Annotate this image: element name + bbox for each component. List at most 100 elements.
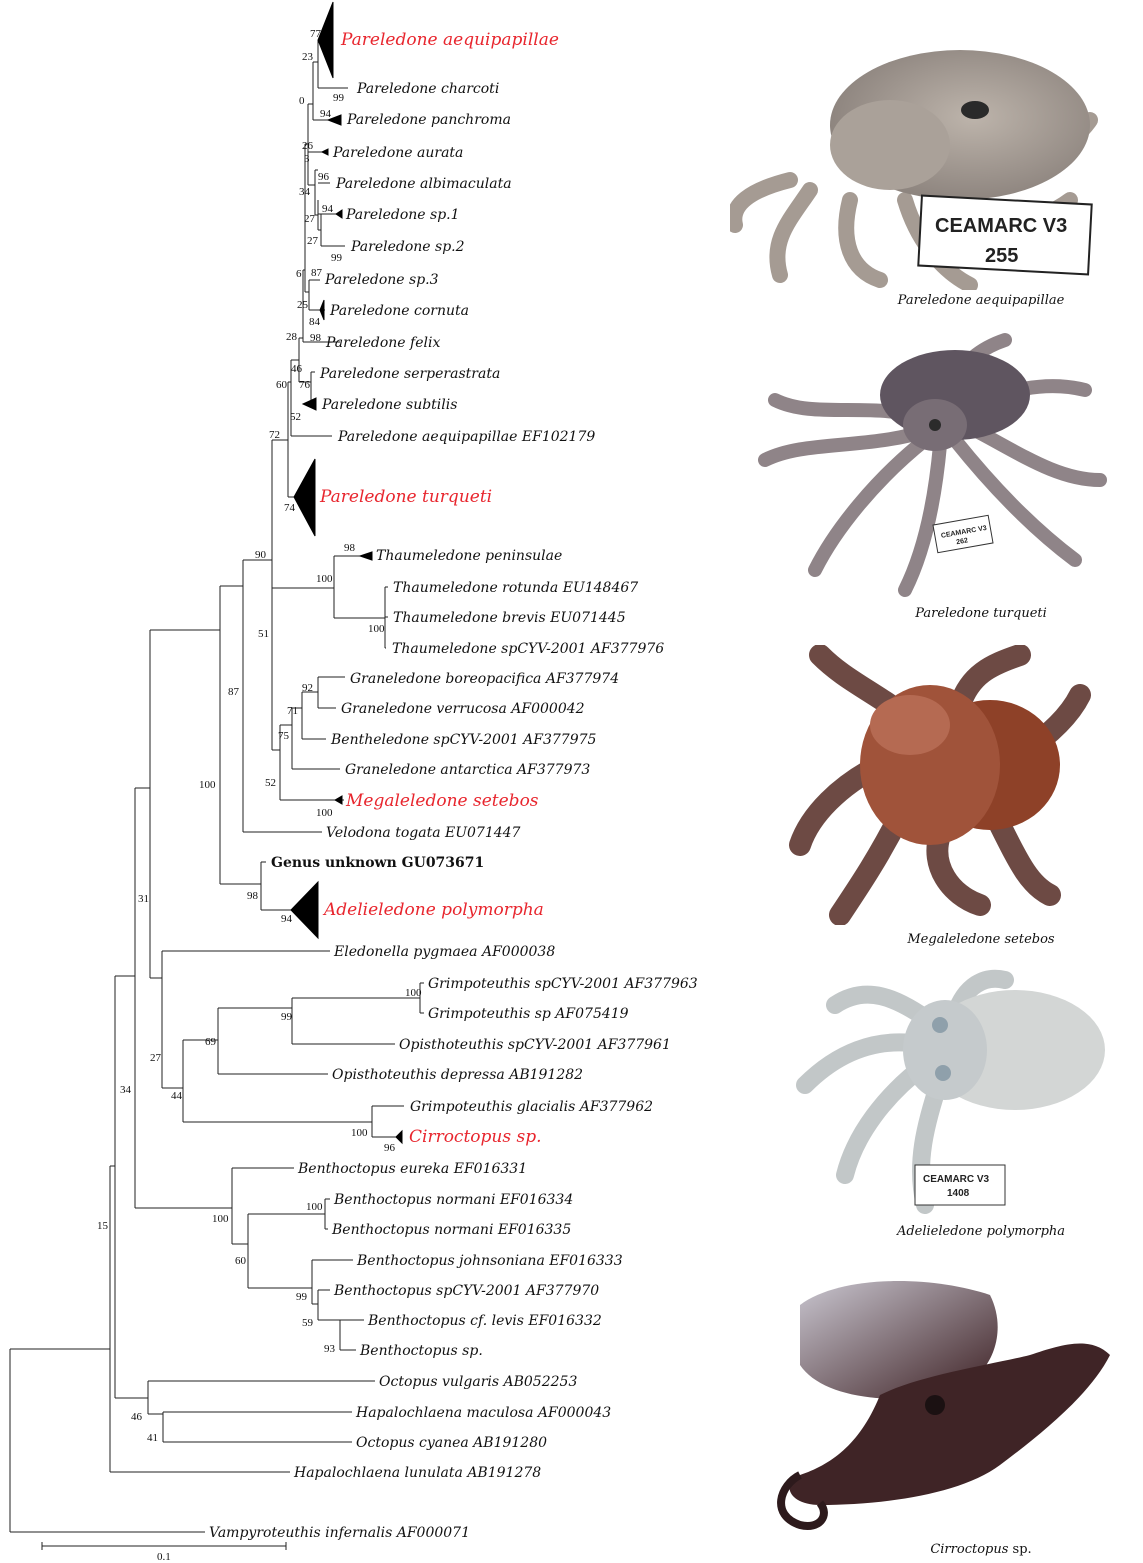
support-value: 46	[131, 1411, 143, 1423]
clade-triangle	[336, 210, 342, 218]
taxon-label: Pareledone charcoti	[356, 81, 499, 97]
support-value: 100	[405, 987, 422, 999]
support-value: 99	[281, 1011, 293, 1023]
taxon-label: Benthoctopus normani EF016335	[331, 1222, 571, 1238]
taxon-label: Pareledone subtilis	[321, 397, 457, 413]
taxon-label: Megaleledone setebos	[345, 791, 539, 811]
support-value: 99	[333, 92, 345, 104]
octopus-photo-aequipapillae: CEAMARC V3 255	[730, 40, 1120, 290]
taxon-label: Grimpoteuthis glacialis AF377962	[410, 1099, 653, 1115]
support-value: 23	[302, 51, 314, 63]
taxon-label: Eledonella pygmaea AF000038	[333, 944, 555, 960]
support-value: 51	[258, 628, 269, 640]
support-value: 100	[212, 1213, 229, 1225]
taxon-label: Grimpoteuthis spCYV-2001 AF377963	[428, 976, 698, 992]
photo-caption: Cirroctopus sp.	[866, 1542, 1096, 1557]
clade-triangle	[291, 882, 318, 938]
support-value: 99	[296, 1291, 308, 1303]
support-value: 94	[320, 108, 332, 120]
taxon-label: Thaumeledone brevis EU071445	[393, 610, 626, 626]
clade-triangle	[294, 459, 315, 536]
support-value: 92	[302, 682, 313, 694]
taxon-label: Pareledone sp.3	[324, 272, 439, 288]
taxon-label: Pareledone felix	[325, 335, 440, 351]
support-value: 100	[316, 807, 333, 819]
support-value: 100	[368, 623, 385, 635]
support-value: 96	[318, 171, 330, 183]
clade-triangle	[303, 398, 316, 410]
octopus-photo-polymorpha: CEAMARC V3 1408	[775, 965, 1110, 1220]
support-value: 69	[205, 1036, 217, 1048]
support-value: 100	[316, 573, 333, 585]
taxon-label: Pareledone sp.1	[345, 207, 460, 223]
clade-triangle	[396, 1131, 402, 1143]
taxon-label: Graneledone boreopacifica AF377974	[350, 671, 619, 687]
clade-triangle	[335, 796, 342, 804]
support-value: 93	[324, 1343, 336, 1355]
taxon-label: Hapalochlaena lunulata AB191278	[293, 1465, 541, 1481]
support-value: 100	[306, 1201, 323, 1213]
support-value: 27	[150, 1052, 162, 1064]
specimen-tag-line2: 1408	[947, 1188, 970, 1199]
clade-triangle	[322, 149, 328, 155]
taxon-label: Hapalochlaena maculosa AF000043	[355, 1405, 611, 1421]
support-value: 25	[297, 299, 309, 311]
taxon-label: Velodona togata EU071447	[326, 825, 521, 841]
taxon-label: Pareledone albimaculata	[335, 176, 512, 192]
support-value: 44	[171, 1090, 183, 1102]
taxon-label: Pareledone turqueti	[319, 487, 492, 507]
support-value: 75	[278, 730, 290, 742]
photo-caption-suffix: sp.	[1008, 1542, 1031, 1557]
support-value: 100	[199, 779, 216, 791]
support-value: 60	[276, 379, 288, 391]
support-value: 71	[287, 705, 298, 717]
taxon-label: Thaumeledone rotunda EU148467	[393, 580, 638, 596]
support-value: 27	[307, 235, 319, 247]
support-value: 34	[120, 1084, 132, 1096]
support-value: 41	[147, 1432, 158, 1444]
tree-branches	[10, 40, 424, 1532]
support-value: 52	[265, 777, 276, 789]
taxon-label: Benthoctopus normani EF016334	[333, 1192, 573, 1208]
support-value: 94	[281, 913, 293, 925]
taxon-label: Pareledone aurata	[332, 145, 463, 161]
support-value: 94	[322, 203, 334, 215]
support-value: 100	[351, 1127, 368, 1139]
support-value: 98	[344, 542, 356, 554]
octopus-photo-setebos	[780, 645, 1100, 925]
specimen-tag-line2: 255	[985, 245, 1018, 267]
support-value: 27	[304, 213, 316, 225]
support-value: 87	[228, 686, 240, 698]
taxon-label: Benthoctopus cf. levis EF016332	[367, 1313, 602, 1329]
octopus-photo-cirroctopus	[760, 1275, 1120, 1535]
taxon-label: Adelieledone polymorpha	[322, 900, 544, 920]
taxon-labels: Pareledone aequipapillae Pareledone char…	[209, 30, 698, 1541]
octopus-photo-turqueti: CEAMARC V3 262	[755, 330, 1115, 605]
support-value: 60	[235, 1255, 247, 1267]
taxon-label: Thaumeledone peninsulae	[376, 548, 562, 564]
photo-caption: Adelieledone polymorpha	[866, 1224, 1096, 1239]
taxon-label: Graneledone verrucosa AF000042	[341, 701, 585, 717]
taxon-label: Genus unknown GU073671	[271, 855, 484, 871]
taxon-label: Benthoctopus spCYV-2001 AF377970	[333, 1283, 599, 1299]
taxon-label: Pareledone aequipapillae EF102179	[337, 429, 595, 445]
taxon-label: Pareledone panchroma	[346, 112, 511, 128]
taxon-label: Cirroctopus sp.	[409, 1127, 542, 1147]
support-value: 52	[290, 411, 301, 423]
support-value: 90	[255, 549, 267, 561]
photo-caption: Pareledone aequipapillae	[866, 293, 1096, 308]
taxon-label: Vampyroteuthis infernalis AF000071	[209, 1525, 470, 1541]
support-value: 59	[302, 1317, 314, 1329]
support-value: 76	[299, 379, 311, 391]
support-value: 26	[302, 140, 314, 152]
phylogenetic-tree: Pareledone aequipapillae Pareledone char…	[0, 0, 720, 1563]
support-value: 72	[269, 429, 280, 441]
taxon-label: Benthoctopus eureka EF016331	[297, 1161, 527, 1177]
support-value: 84	[309, 316, 321, 328]
support-value: 34	[299, 186, 311, 198]
support-value: 74	[284, 502, 296, 514]
support-value: 98	[247, 890, 259, 902]
taxon-label: Grimpoteuthis sp AF075419	[428, 1006, 629, 1022]
support-value: 28	[286, 331, 298, 343]
support-value: 46	[291, 363, 303, 375]
